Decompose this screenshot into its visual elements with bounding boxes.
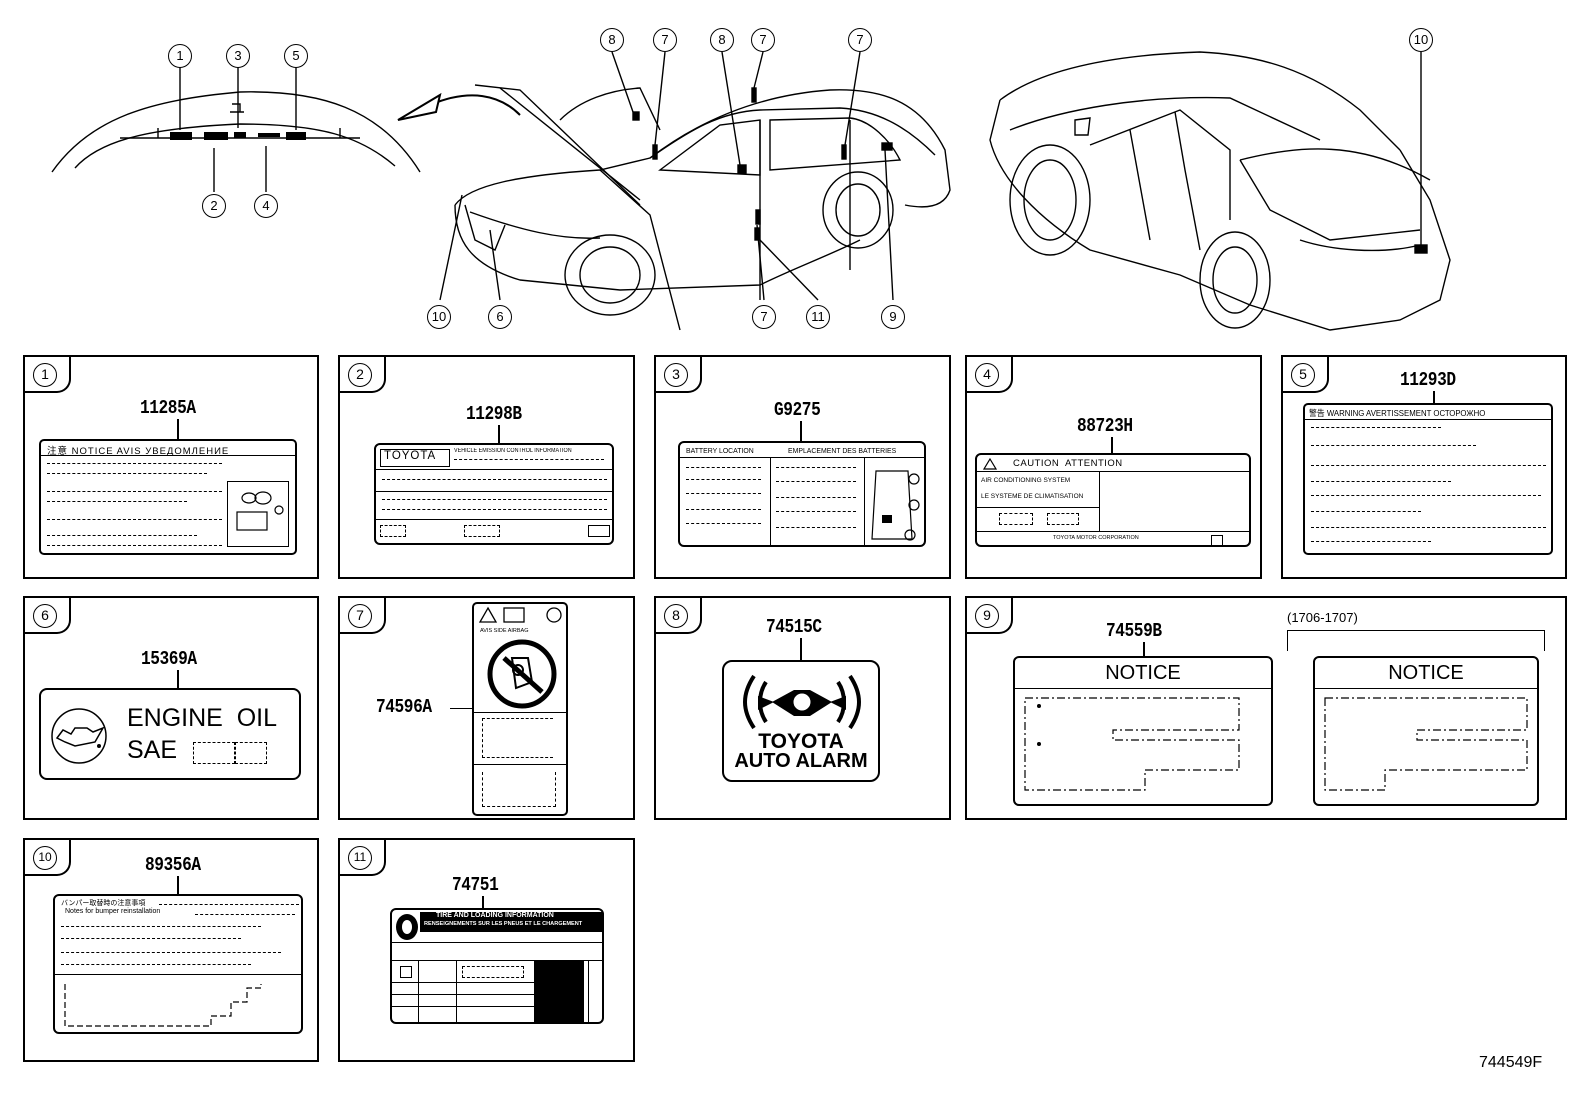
part-number: 74596A — [376, 696, 432, 718]
label-88723H: CAUTION ATTENTION AIR CONDITIONING SYSTE… — [975, 453, 1251, 547]
panel-tab: 3 — [656, 357, 702, 393]
tire-icon — [396, 914, 418, 940]
panel-tab: 8 — [656, 598, 702, 634]
panel-3: 3 G9275 BATTERY LOCATION EMPLACEMENT DES… — [654, 355, 951, 579]
top-illustrations — [51, 51, 1451, 331]
emplacement-text: EMPLACEMENT DES BATTERIES — [788, 446, 897, 455]
no-child-seat-icon — [487, 639, 557, 709]
panel-tab: 6 — [25, 598, 71, 634]
callout-7-front-c: 7 — [848, 28, 872, 52]
notice-label-a: NOTICE — [1013, 656, 1273, 806]
caution-title: CAUTION ATTENTION — [1013, 458, 1123, 469]
climatisation-text: LE SYSTEME DE CLIMATISATION — [981, 493, 1084, 500]
battery-car-icon — [871, 470, 920, 541]
part-number: 89356A — [145, 854, 201, 876]
callout-10-rear: 10 — [1409, 28, 1433, 52]
callout-3-dash: 3 — [226, 44, 250, 68]
panel-6: 6 15369A ENGINE OIL SAE — [23, 596, 319, 820]
callout-11-front: 11 — [806, 305, 830, 329]
panel-tab: 7 — [340, 598, 386, 634]
part-number: 74515C — [766, 616, 822, 638]
panel-10: 10 89356A バンパー取替時の注意事項 Notes for bumper … — [23, 838, 319, 1062]
warning-triangle-icon — [983, 458, 997, 470]
part-number: 11298B — [466, 403, 522, 425]
notice-text: NOTICE — [1105, 662, 1181, 684]
alarm-icon — [743, 674, 861, 730]
panel-tab: 1 — [25, 357, 71, 393]
callout-6-front: 6 — [488, 305, 512, 329]
part-number: 88723H — [1077, 415, 1133, 437]
notice-label-b: NOTICE — [1313, 656, 1539, 806]
bumper-notice-jp: バンパー取替時の注意事項 — [61, 900, 146, 907]
side-airbag-text: AVIS SIDE AIRBAG — [480, 628, 529, 634]
callout-7-front-d: 7 — [752, 305, 776, 329]
notice-outline-b — [1324, 697, 1528, 791]
callout-4-dash: 4 — [254, 194, 278, 218]
ac-system-text: AIR CONDITIONING SYSTEM — [981, 477, 1071, 484]
part-number: 74751 — [452, 874, 499, 896]
part-number: 11293D — [1400, 369, 1456, 391]
callout-1-dash: 1 — [168, 44, 192, 68]
callout-10-front: 10 — [427, 305, 451, 329]
panel-7: 7 74596A AVIS SIDE AIRBAG — [338, 596, 635, 820]
panel-8: 8 74515C TOYOTA AUTO ALARM — [654, 596, 951, 820]
panel-tab: 9 — [967, 598, 1013, 634]
tire-loading-subtitle: RENSEIGNEMENTS SUR LES PNEUS ET LE CHARG… — [424, 921, 583, 927]
engine-oil-text: ENGINE OIL — [127, 704, 278, 732]
callout-2-dash: 2 — [202, 194, 226, 218]
notice-outline-a — [1024, 697, 1240, 791]
part-number: G9275 — [774, 399, 821, 421]
label-74596A: AVIS SIDE AIRBAG — [472, 602, 568, 816]
auto-alarm-text: AUTO ALARM — [734, 750, 868, 772]
notice-text-b: NOTICE — [1388, 662, 1464, 684]
brand-text: TOYOTA — [384, 450, 437, 462]
warning-title: 警告 WARNING AVERTISSEMENT ОСТОРОЖНО — [1309, 408, 1486, 418]
panel-11: 11 74751 TIRE AND LOADING INFORMATION RE… — [338, 838, 635, 1062]
label-11293D: 警告 WARNING AVERTISSEMENT ОСТОРОЖНО — [1303, 403, 1553, 555]
label-11285A: 注意 NOTICE AVIS УВЕДОМЛЕНИЕ — [39, 439, 297, 555]
panel-tab: 5 — [1283, 357, 1329, 393]
bumper-outline — [64, 984, 262, 1027]
callout-9-front: 9 — [881, 305, 905, 329]
oil-can-icon — [51, 708, 107, 764]
panel-tab: 4 — [967, 357, 1013, 393]
toyota-text: TOYOTA — [758, 730, 844, 753]
panel-tab: 10 — [25, 840, 71, 876]
label-74751: TIRE AND LOADING INFORMATION RENSEIGNEME… — [390, 908, 604, 1024]
callout-5-dash: 5 — [284, 44, 308, 68]
panel-tab: 11 — [340, 840, 386, 876]
engine-diagram-icon — [236, 491, 284, 531]
panel-2: 2 11298B TOYOTA VEHICLE EMISSION CONTROL… — [338, 355, 635, 579]
callout-8-front: 8 — [600, 28, 624, 52]
maker-text: TOYOTA MOTOR CORPORATION — [1053, 535, 1139, 541]
callout-7-front-b: 7 — [751, 28, 775, 52]
label-11298B: TOYOTA VEHICLE EMISSION CONTROL INFORMAT… — [374, 443, 614, 545]
battery-location-text: BATTERY LOCATION — [686, 446, 754, 455]
airbag-warning-icons — [478, 606, 562, 623]
label-G9275: BATTERY LOCATION EMPLACEMENT DES BATTERI… — [678, 441, 926, 547]
callout-7-front-a: 7 — [653, 28, 677, 52]
label-15369A: ENGINE OIL SAE — [39, 688, 301, 780]
production-range: (1706-1707) — [1287, 610, 1358, 625]
part-number: 15369A — [141, 648, 197, 670]
callout-8-front-b: 8 — [710, 28, 734, 52]
panel-4: 4 88723H CAUTION ATTENTION AIR CONDITION… — [965, 355, 1262, 579]
label-subtitle: VEHICLE EMISSION CONTROL INFORMATION — [454, 448, 572, 454]
sae-text: SAE — [127, 736, 178, 764]
label-89356A: バンパー取替時の注意事項 Notes for bumper reinstalla… — [53, 894, 303, 1034]
panel-tab: 2 — [340, 357, 386, 393]
panel-9: 9 74559B (1706-1707) NOTICE NOTICE — [965, 596, 1567, 820]
label-title: 注意 NOTICE AVIS УВЕДОМЛЕНИЕ — [47, 446, 230, 457]
part-number: 74559B — [1106, 620, 1162, 642]
part-number: 11285A — [140, 397, 196, 419]
panel-5: 5 11293D 警告 WARNING AVERTISSEMENT ОСТОРО… — [1281, 355, 1567, 579]
tire-loading-title: TIRE AND LOADING INFORMATION — [436, 912, 554, 919]
label-74515C: TOYOTA AUTO ALARM — [722, 660, 880, 782]
diagram-id: 744549F — [1479, 1054, 1543, 1071]
bumper-notice-en: Notes for bumper reinstallation — [65, 908, 161, 915]
panel-1: 1 11285A 注意 NOTICE AVIS УВЕДОМЛЕНИЕ — [23, 355, 319, 579]
